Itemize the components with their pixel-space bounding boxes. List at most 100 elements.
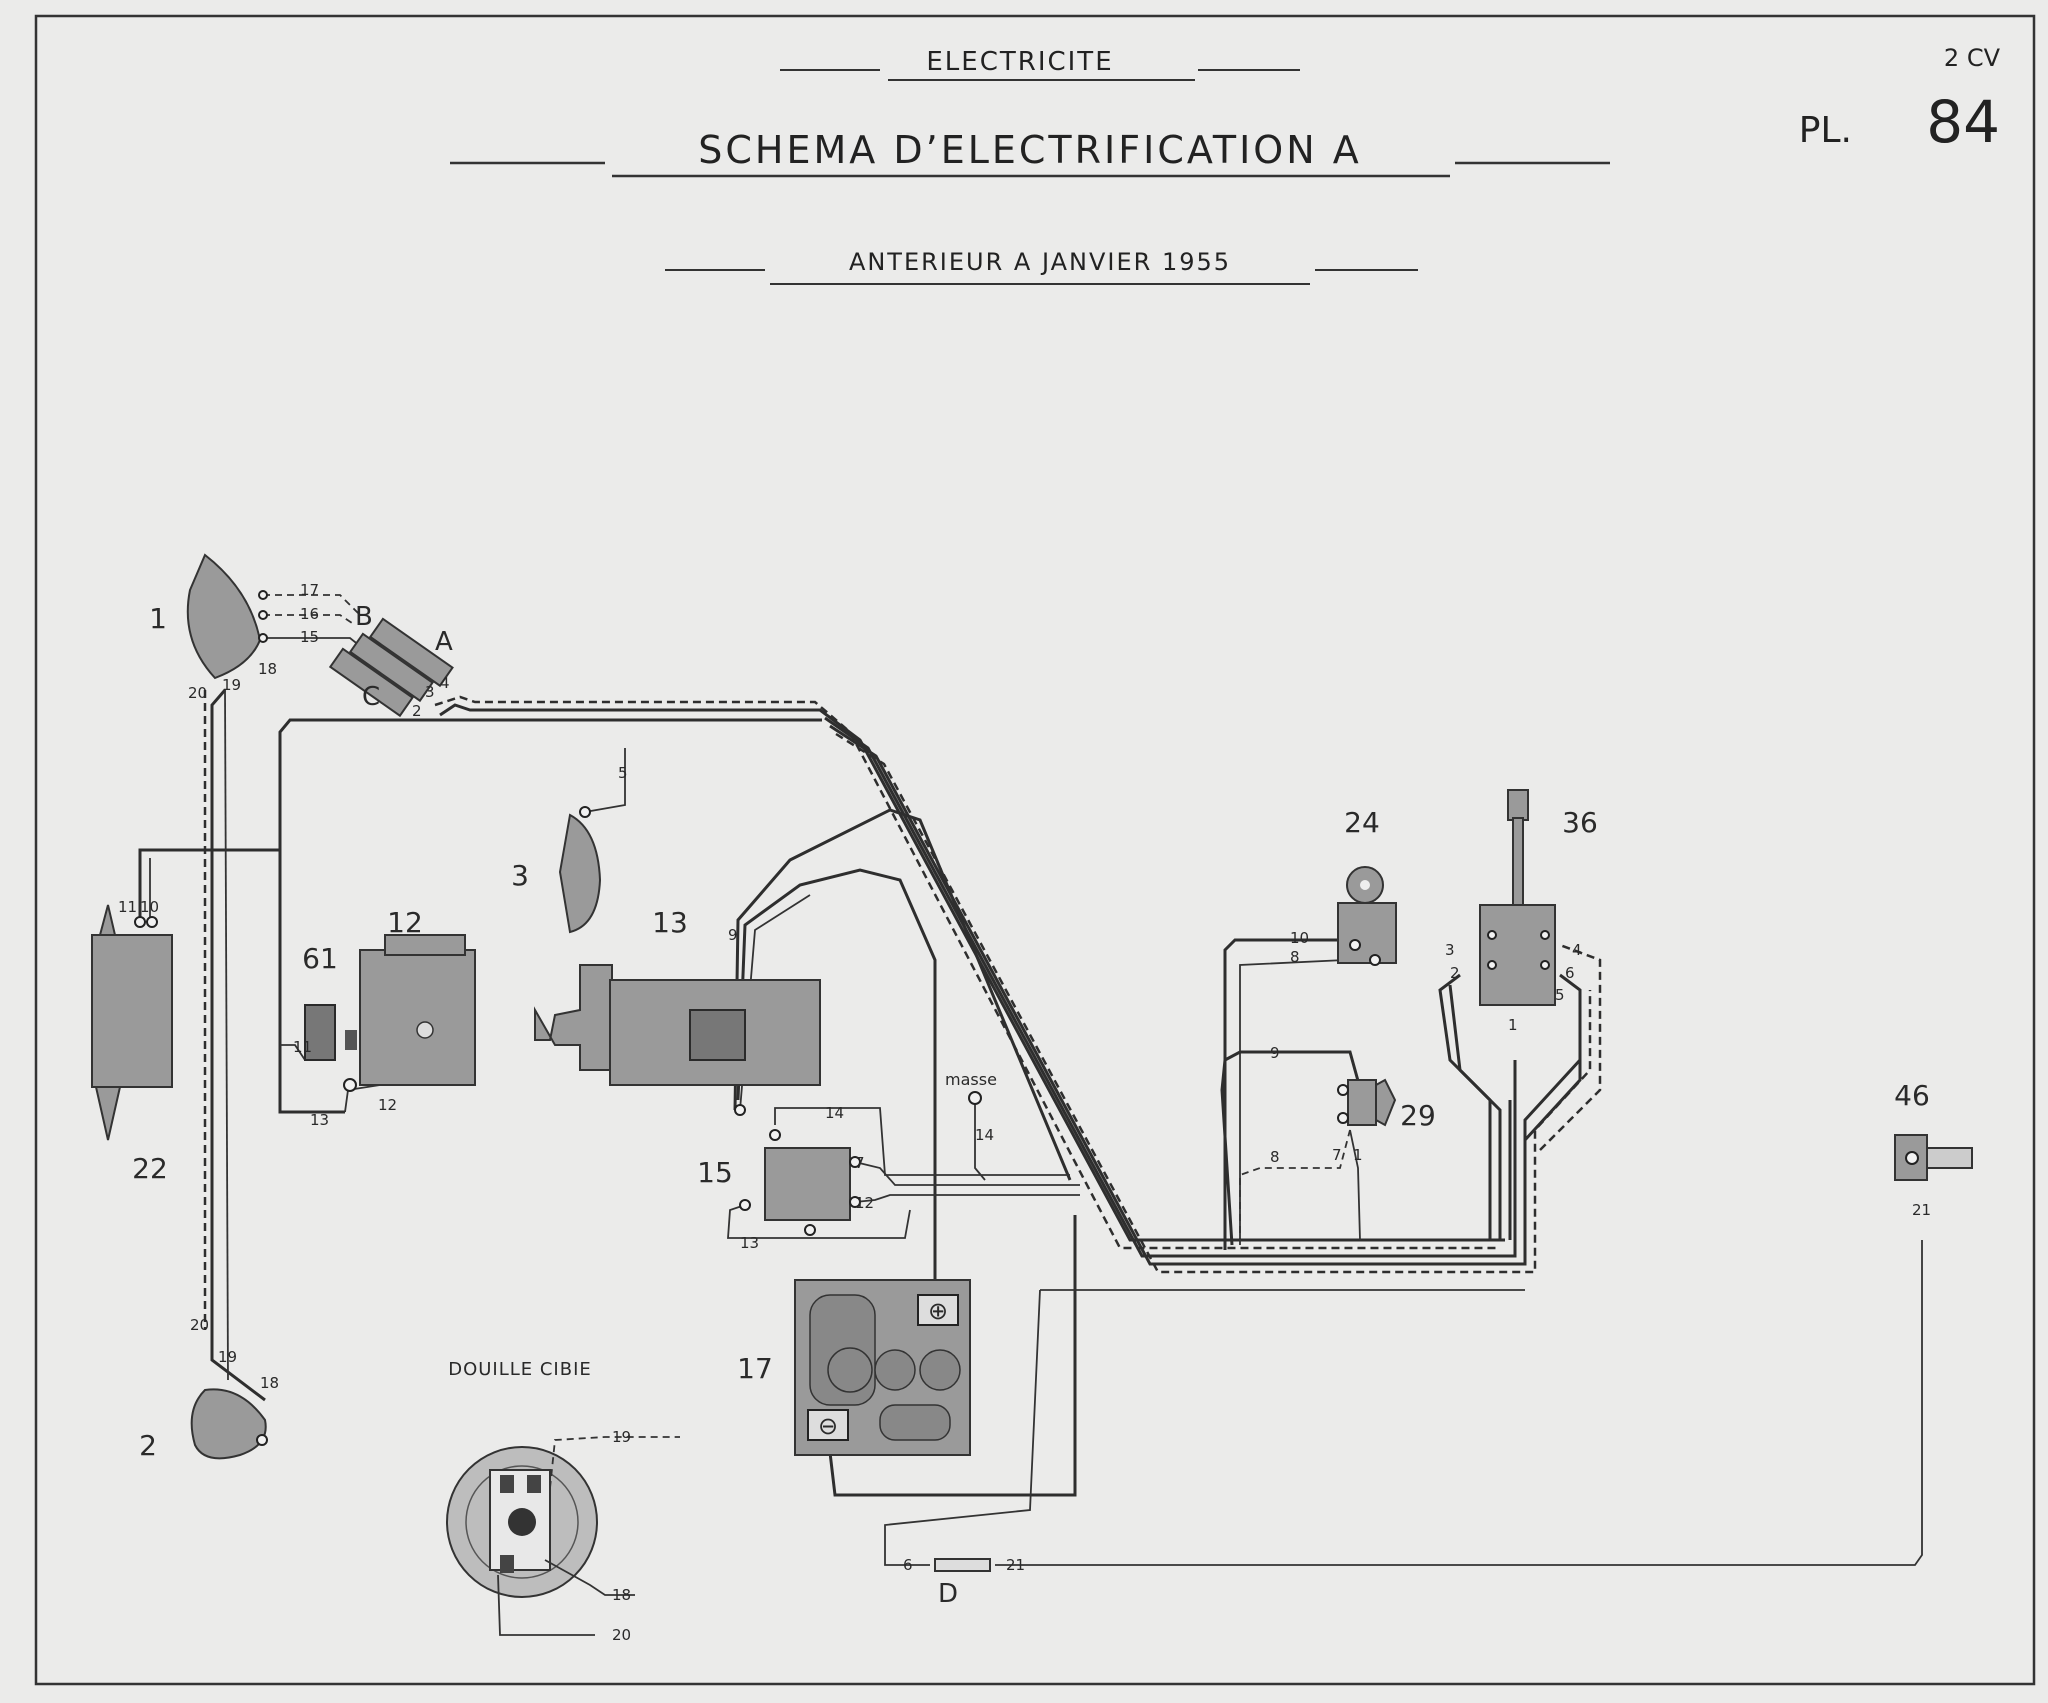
switch-wire-4 — [1539, 943, 1602, 1151]
minus-icon: ⊖ — [818, 1412, 838, 1440]
main-bundle-wire — [824, 716, 1517, 1258]
label-29: 29 — [1400, 1099, 1436, 1132]
ground-terminal — [968, 1091, 982, 1105]
wire-num: 11 — [118, 898, 137, 916]
section-title: ELECTRICITE — [926, 47, 1113, 77]
connector-labels: A B C D masse DOUILLE CIBIE — [355, 602, 997, 1609]
wire-num: 4 — [440, 674, 450, 692]
wire-11-to-61 — [280, 1044, 306, 1061]
headlamp-link-wire — [224, 689, 229, 1381]
wire-harness — [138, 594, 1923, 1566]
model-label: 2 CV — [1944, 44, 2001, 72]
socket-wire-19 — [549, 1436, 680, 1489]
wire-num: 19 — [612, 1428, 631, 1446]
wire-9 — [733, 808, 1072, 1181]
wire-num: 6 — [903, 1556, 913, 1574]
battery-17: ⊕ ⊖ — [794, 1279, 971, 1456]
wire-12 — [854, 1194, 1080, 1203]
wire-14 — [774, 1107, 1070, 1176]
wire-1-29 — [1349, 1129, 1361, 1241]
wire-num: 14 — [825, 1104, 844, 1122]
wire-num: 13 — [310, 1111, 329, 1129]
label-17: 17 — [737, 1352, 773, 1385]
wire-num: 16 — [300, 605, 319, 623]
starter-13 — [534, 964, 821, 1116]
switch-36 — [1479, 789, 1556, 1006]
wire-num: 10 — [140, 898, 159, 916]
label-24: 24 — [1344, 806, 1380, 839]
wire-num: 1 — [1508, 1016, 1518, 1034]
plate-number: 84 — [1926, 88, 2000, 156]
switch-wire-5 — [1523, 973, 1582, 1142]
wire-num: 3 — [425, 683, 435, 701]
wire-num: 20 — [190, 1316, 209, 1334]
wire-8 — [1239, 959, 1346, 1240]
main-bundle-dashed — [434, 695, 1500, 1250]
connector-abc — [328, 617, 454, 718]
wire-num: 18 — [260, 1374, 279, 1392]
wire-num: 3 — [1445, 941, 1455, 959]
wire-num: 4 — [1572, 941, 1582, 959]
wire-num: 6 — [1565, 964, 1575, 982]
wire-num: 17 — [300, 581, 319, 599]
douille-cibie-label: DOUILLE CIBIE — [448, 1359, 592, 1380]
wire-9-29 — [1220, 1050, 1362, 1246]
socket-wire-18 — [544, 1559, 635, 1596]
wire-num: 20 — [612, 1626, 631, 1644]
wire-num: 14 — [975, 1126, 994, 1144]
wire-5 — [584, 748, 626, 813]
plus-icon: ⊕ — [928, 1297, 948, 1325]
wire-14-masse — [974, 1100, 986, 1181]
component-labels: 1 2 3 12 13 15 17 22 24 29 36 46 61 — [132, 602, 1930, 1462]
wire-num: 18 — [612, 1586, 631, 1604]
starter-battery-wire — [736, 868, 937, 1300]
main-bundle-dashed — [835, 732, 1592, 1274]
regulator-15 — [739, 1129, 861, 1236]
wire-num: 9 — [728, 926, 738, 944]
wire-num: 7 — [1332, 1146, 1342, 1164]
wire-num: 20 — [188, 684, 207, 702]
wire-13-reg — [727, 1204, 911, 1239]
label-61: 61 — [302, 942, 338, 975]
headlamp-2 — [190, 1388, 268, 1460]
plate-prefix: PL. — [1799, 110, 1852, 151]
left-loop-wire — [278, 718, 822, 1114]
wire-num: 21 — [1006, 1556, 1025, 1574]
wire-num: 5 — [1555, 986, 1565, 1004]
wire-number-labels: 17 16 15 18 19 20 3 2 4 5 11 10 11 12 13… — [118, 581, 1931, 1644]
wire-num: 8 — [1290, 948, 1300, 966]
component-46 — [1894, 1134, 1973, 1181]
main-bundle-wire — [829, 724, 1582, 1266]
label-3: 3 — [511, 859, 529, 892]
wire-21 — [995, 1240, 1923, 1566]
lamp-3 — [558, 806, 602, 934]
connector-a-label: A — [435, 627, 453, 657]
wire-8-29 — [1239, 1129, 1351, 1245]
douille-cibie-socket — [446, 1436, 680, 1636]
fuse-d — [934, 1558, 991, 1572]
wire-num: 9 — [1270, 1044, 1280, 1062]
connector-d-label: D — [938, 1579, 958, 1609]
battery-positive-terminal — [917, 1294, 959, 1326]
connector-c-label: C — [362, 682, 380, 712]
label-2: 2 — [139, 1429, 157, 1462]
horn-24 — [1337, 866, 1397, 966]
wire-16 — [263, 614, 356, 626]
wire-num: 12 — [378, 1096, 397, 1114]
wire-6 — [884, 1289, 1041, 1566]
headlamp-1 — [186, 553, 268, 680]
wire-num: 13 — [740, 1234, 759, 1252]
wire-num: 7 — [855, 1154, 865, 1172]
wire-num: 19 — [218, 1348, 237, 1366]
label-46: 46 — [1894, 1079, 1930, 1112]
coil-22 — [91, 904, 173, 1141]
switch-wire-3 — [1448, 984, 1502, 1240]
headlamp-link-wire — [210, 689, 266, 1402]
switch-29 — [1337, 1078, 1397, 1127]
wire-num: 5 — [618, 764, 628, 782]
wire-num: 2 — [1450, 964, 1460, 982]
wire-num: 19 — [222, 676, 241, 694]
label-12: 12 — [387, 906, 423, 939]
wire-num: 21 — [1912, 1201, 1931, 1219]
